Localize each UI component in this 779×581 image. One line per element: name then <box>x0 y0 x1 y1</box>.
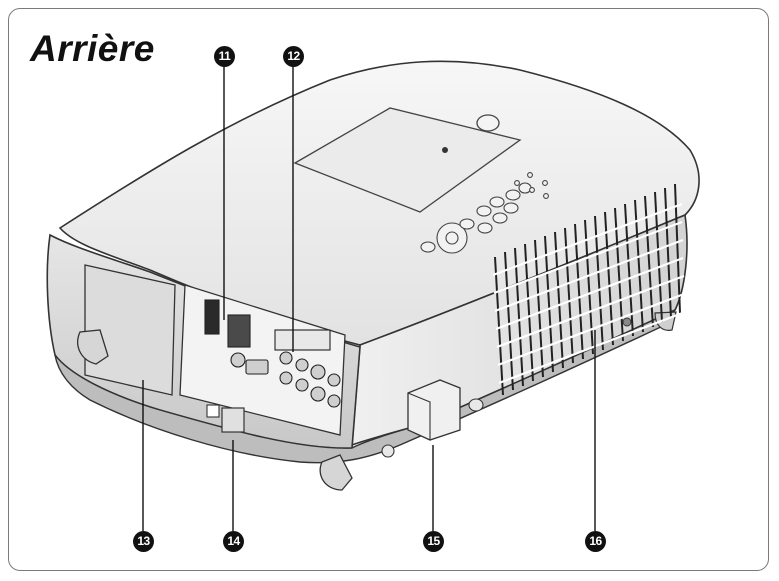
security-slot <box>221 407 245 433</box>
terminal-connectors <box>204 299 341 408</box>
top-cover-panel <box>293 107 522 213</box>
rear-notch <box>206 404 220 418</box>
callout-15: 15 <box>423 531 444 552</box>
exhaust-vent-crossbars <box>492 202 686 385</box>
cover-screw <box>442 147 448 153</box>
top-sensor <box>476 114 500 132</box>
security-bar <box>407 379 461 441</box>
adjustable-foot-left <box>77 329 109 365</box>
callout-11: 11 <box>214 46 235 67</box>
side-button <box>468 398 484 412</box>
callout-13: 13 <box>133 531 154 552</box>
control-panel <box>420 172 549 254</box>
callout-12: 12 <box>283 46 304 67</box>
callout-14: 14 <box>223 531 244 552</box>
page-title: Arrière <box>30 28 155 69</box>
rear-button <box>381 444 395 458</box>
callout-16: 16 <box>585 531 606 552</box>
callout-leaders <box>142 66 596 531</box>
adjustable-foot-right <box>319 454 353 491</box>
side-screw <box>622 317 632 327</box>
